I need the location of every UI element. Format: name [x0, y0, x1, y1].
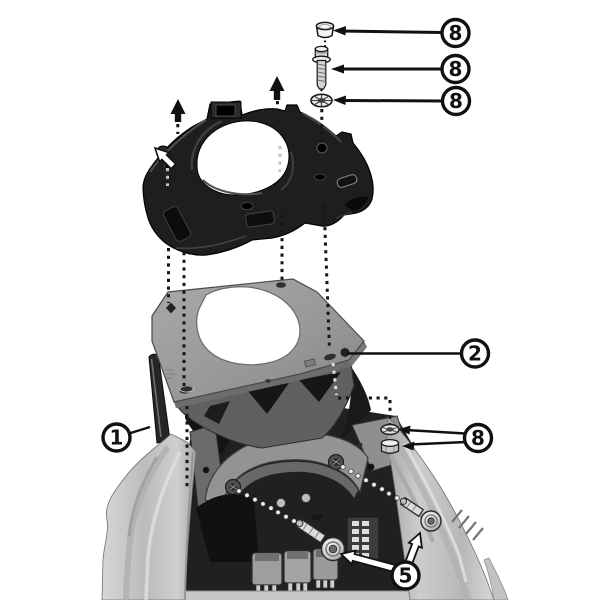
plastic-cap [315, 21, 335, 39]
flanged-screw [312, 45, 331, 90]
rack-rail [148, 353, 171, 444]
leader-arrowhead [402, 441, 415, 451]
steel-mounting-plate [151, 278, 367, 449]
bead-chain-left [236, 488, 297, 524]
assembly-dashed-lines [166, 101, 392, 490]
flange-nut-right [380, 438, 400, 454]
wiring-connectors [196, 494, 339, 594]
up-arrow-white [153, 146, 177, 170]
callout-label: 8 [449, 21, 463, 45]
callout-label: 8 [449, 57, 463, 81]
leader-arrowhead [331, 64, 344, 74]
callout-8-washer: 8 [333, 85, 472, 117]
up-arrow-left [170, 99, 186, 122]
callout-label: 8 [449, 89, 463, 113]
callout-label: 5 [399, 564, 413, 588]
panel-hash-marks [451, 509, 484, 541]
rear-arch [204, 432, 369, 520]
leader-arrowhead [333, 95, 346, 105]
callout-1: 1 [101, 422, 151, 453]
callouts: 8 8 8 2 1 8 [101, 17, 494, 591]
leader-arrowhead [398, 425, 411, 435]
callout-label: 2 [468, 342, 482, 366]
serrated-washer [310, 93, 333, 108]
callout-8-screw: 8 [331, 53, 471, 85]
plate-center-hole [196, 286, 301, 366]
top-case-base-plate [142, 100, 374, 256]
base-plate-center-hole [196, 120, 290, 196]
callout-2: 2 [347, 338, 491, 369]
plate-holes [166, 282, 350, 394]
callout-label: 1 [110, 426, 124, 450]
callout-8-nut: 8 [398, 422, 494, 454]
tail-left-panel [101, 433, 197, 600]
flange-washer-right [380, 423, 400, 436]
bead-chain-right [340, 464, 400, 501]
callout-5: 5 [339, 531, 423, 591]
tail-bottom-strip [170, 591, 482, 600]
lift-arrows [153, 76, 285, 170]
socket-head-bolt-right [399, 496, 442, 532]
fastener-stack [310, 21, 335, 108]
callout-8-cap: 8 [333, 17, 471, 49]
socket-head-bolt-left [295, 518, 346, 562]
callout-label: 8 [471, 426, 485, 450]
leader-arrowhead [333, 26, 346, 36]
up-arrow-middle [269, 76, 285, 100]
